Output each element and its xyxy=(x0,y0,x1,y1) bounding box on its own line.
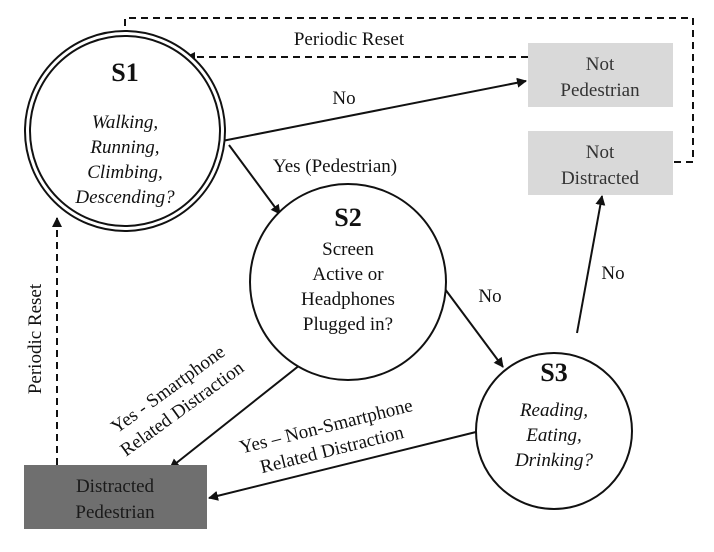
state-s1-inner-circle xyxy=(29,35,221,227)
state-s1: S1 Walking, Running, Climbing, Descendin… xyxy=(24,30,226,232)
box-not-pedestrian-background xyxy=(528,43,673,107)
edge-s2-yes xyxy=(169,356,311,469)
state-s1-title: S1 xyxy=(111,58,138,87)
edge-reset-loop xyxy=(120,17,694,163)
edge-label-periodic-reset-top: Periodic Reset xyxy=(294,29,405,50)
edge-label-s2-no: No xyxy=(478,286,501,307)
state-s3-line-2: Eating, xyxy=(525,425,581,446)
state-s3: S3 Reading, Eating, Drinking? xyxy=(475,352,633,510)
state-s2-line-3: Headphones xyxy=(301,289,395,310)
state-s2-circle xyxy=(249,183,447,381)
box-not-pedestrian-line-2: Pedestrian xyxy=(560,80,640,101)
box-distracted-pedestrian-line-2: Pedestrian xyxy=(75,502,155,523)
box-not-distracted-background xyxy=(528,131,673,195)
state-s3-circle xyxy=(475,352,633,510)
box-distracted-pedestrian: Distracted Pedestrian xyxy=(24,465,207,529)
edge-label-smartphone-group: Yes - Smartphone Related Distraction xyxy=(107,341,248,460)
state-s2-title: S2 xyxy=(334,203,361,232)
state-s2-line-1: Screen xyxy=(322,239,374,260)
state-s3-title: S3 xyxy=(540,358,567,387)
edge-s2-no xyxy=(441,284,504,368)
state-s2: S2 Screen Active or Headphones Plugged i… xyxy=(249,183,447,381)
box-distracted-pedestrian-line-1: Distracted xyxy=(76,476,155,497)
state-s1-line-1: Walking, xyxy=(92,112,158,133)
state-s1-line-3: Climbing, xyxy=(87,162,162,183)
box-not-pedestrian: Not Pedestrian xyxy=(528,43,673,107)
edge-s1-no xyxy=(221,77,527,142)
state-s2-line-2: Active or xyxy=(312,264,384,285)
box-distracted-pedestrian-background xyxy=(24,465,207,529)
state-s1-outer-circle xyxy=(24,30,226,232)
state-s3-line-1: Reading, xyxy=(519,400,588,421)
state-s2-line-4: Plugged in? xyxy=(303,314,393,335)
edge-s3-yes xyxy=(208,431,477,501)
state-s1-line-2: Running, xyxy=(89,137,159,158)
state-s1-line-4: Descending? xyxy=(74,187,175,208)
box-not-distracted-line-1: Not xyxy=(586,142,615,163)
edge-label-periodic-reset-left: Periodic Reset xyxy=(25,283,46,394)
state-s3-line-3: Drinking? xyxy=(514,450,594,471)
edge-label-s3-no: No xyxy=(601,263,624,284)
edge-label-s1-no: No xyxy=(332,88,355,109)
box-not-pedestrian-line-1: Not xyxy=(586,54,615,75)
edge-s1-yes xyxy=(228,144,281,215)
box-not-distracted: Not Distracted xyxy=(528,131,673,195)
box-not-distracted-line-2: Distracted xyxy=(561,168,640,189)
edge-label-s1-yes: Yes (Pedestrian) xyxy=(273,156,397,177)
edge-s3-no xyxy=(576,195,606,334)
